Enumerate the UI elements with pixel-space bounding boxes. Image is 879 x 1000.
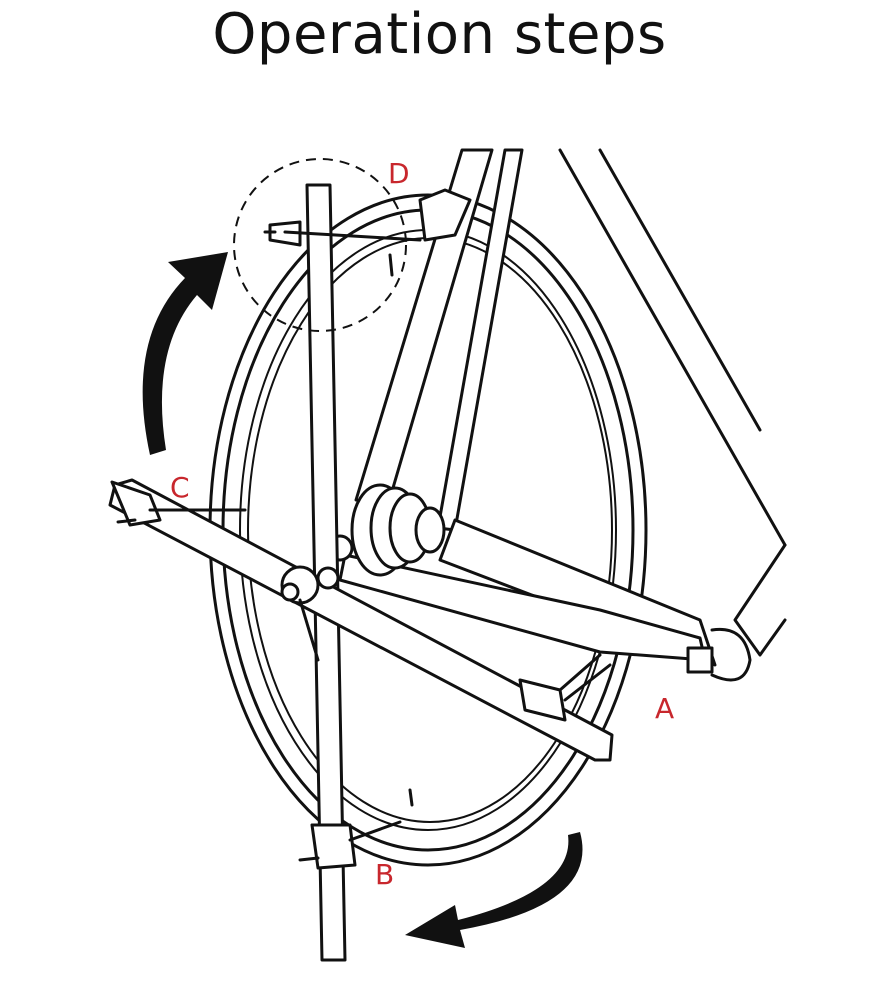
bike-frame (338, 148, 787, 682)
truing-gauge (108, 183, 614, 962)
rotate-down-arrow-icon (405, 832, 583, 948)
rotate-up-arrow-icon (142, 252, 228, 455)
label-d: D (388, 157, 410, 190)
label-a: A (655, 692, 674, 725)
page-title: Operation steps (212, 2, 667, 67)
label-c: C (170, 471, 190, 504)
label-b: B (375, 858, 394, 891)
cassette (326, 483, 446, 577)
detail-circle-d (233, 158, 407, 332)
